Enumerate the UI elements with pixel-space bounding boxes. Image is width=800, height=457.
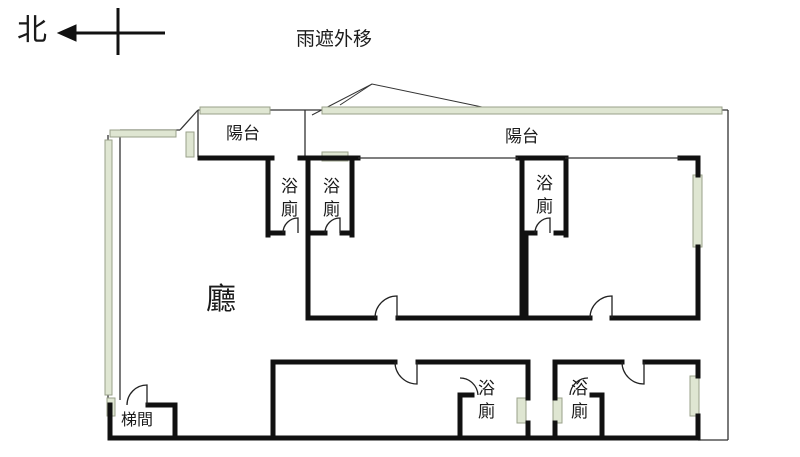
room-label-stairwell: 梯間 [121, 410, 154, 429]
room-label-bath-1: 浴廁 [281, 177, 298, 220]
walls [107, 155, 701, 441]
room-label-living-hall: 廳 [206, 282, 236, 317]
room-label-balcony-left: 陽台 [226, 124, 260, 144]
room-label-bath-5: 浴廁 [571, 379, 588, 422]
door-swings [126, 217, 645, 406]
north-arrow-icon [56, 8, 165, 55]
canopy-note-label: 雨遮外移 [296, 28, 373, 50]
room-label-bath-4: 浴廁 [478, 379, 495, 422]
canopy-leader [311, 83, 483, 116]
room-label-bath-3: 浴廁 [536, 174, 553, 217]
room-label-bath-2: 浴廁 [323, 177, 340, 220]
room-label-balcony-right: 陽台 [505, 127, 539, 147]
north-label: 北 [17, 13, 47, 48]
